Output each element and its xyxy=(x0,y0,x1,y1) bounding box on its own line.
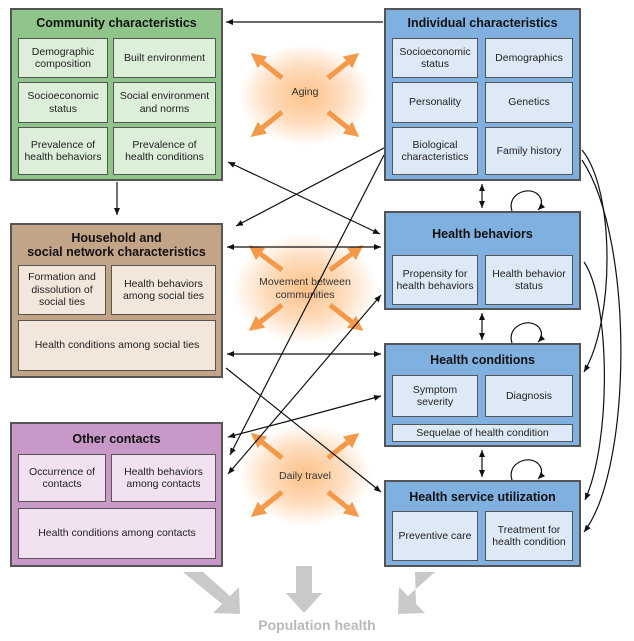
household-title-line1: Household and xyxy=(71,231,162,245)
community-social-environment: Social environment and norms xyxy=(113,82,216,123)
community-title: Community characteristics xyxy=(36,16,197,30)
community-prevalence-behaviors: Prevalence of health behaviors xyxy=(18,127,108,175)
individual-personality: Personality xyxy=(392,82,478,123)
community-built-environment: Built environment xyxy=(113,38,216,78)
community-demographic-composition: Demographic composition xyxy=(18,38,108,78)
behaviors-propensity: Propensity for health behaviors xyxy=(392,255,478,305)
individual-genetics: Genetics xyxy=(485,82,573,123)
other-health-behaviors: Health behaviors among contacts xyxy=(111,454,216,502)
individual-title: Individual characteristics xyxy=(407,16,558,30)
community-socioeconomic-status: Socioeconomic status xyxy=(18,82,108,123)
health-service-title: Health service utilization xyxy=(409,490,556,504)
behaviors-status: Health behavior status xyxy=(485,255,573,305)
individual-biological-characteristics: Biological characteristics xyxy=(392,127,478,175)
population-health-label: Population health xyxy=(258,617,376,633)
community-prevalence-conditions: Prevalence of health conditions xyxy=(113,127,216,175)
health-service-utilization-panel: Health service utilization Preventive ca… xyxy=(384,480,581,567)
individual-family-history: Family history xyxy=(485,127,573,175)
household-health-conditions: Health conditions among social ties xyxy=(18,320,216,371)
health-conditions-panel: Health conditions Symptom severity Diagn… xyxy=(384,343,581,447)
other-contacts-title: Other contacts xyxy=(72,432,161,446)
health-conditions-title: Health conditions xyxy=(430,353,535,367)
conditions-diagnosis: Diagnosis xyxy=(485,375,573,417)
process-label-movement: Movement between communities xyxy=(259,276,351,301)
household-formation-dissolution: Formation and dissolution of social ties xyxy=(18,265,106,315)
individual-socioeconomic-status: Socioeconomic status xyxy=(392,38,478,78)
health-behaviors-title: Health behaviors xyxy=(432,227,533,241)
household-social-network-panel: Household and social network characteris… xyxy=(10,223,223,378)
conditions-symptom-severity: Symptom severity xyxy=(392,375,478,417)
services-treatment: Treatment for health condition xyxy=(485,511,573,561)
services-preventive-care: Preventive care xyxy=(392,511,478,561)
process-label-aging: Aging xyxy=(291,86,319,98)
household-title-line2: social network characteristics xyxy=(27,245,206,259)
other-occurrence-contacts: Occurrence of contacts xyxy=(18,454,106,502)
conditions-sequelae: Sequelae of health condition xyxy=(392,424,573,442)
individual-characteristics-panel: Individual characteristics Socioeconomic… xyxy=(384,8,581,181)
process-label-daily-travel: Daily travel xyxy=(279,470,331,482)
individual-demographics: Demographics xyxy=(485,38,573,78)
other-health-conditions: Health conditions among contacts xyxy=(18,508,216,559)
health-behaviors-panel: Health behaviors Propensity for health b… xyxy=(384,211,581,310)
community-characteristics-panel: Community characteristics Demographic co… xyxy=(10,8,223,181)
other-contacts-panel: Other contacts Occurrence of contacts He… xyxy=(10,422,223,567)
household-health-behaviors: Health behaviors among social ties xyxy=(111,265,216,315)
